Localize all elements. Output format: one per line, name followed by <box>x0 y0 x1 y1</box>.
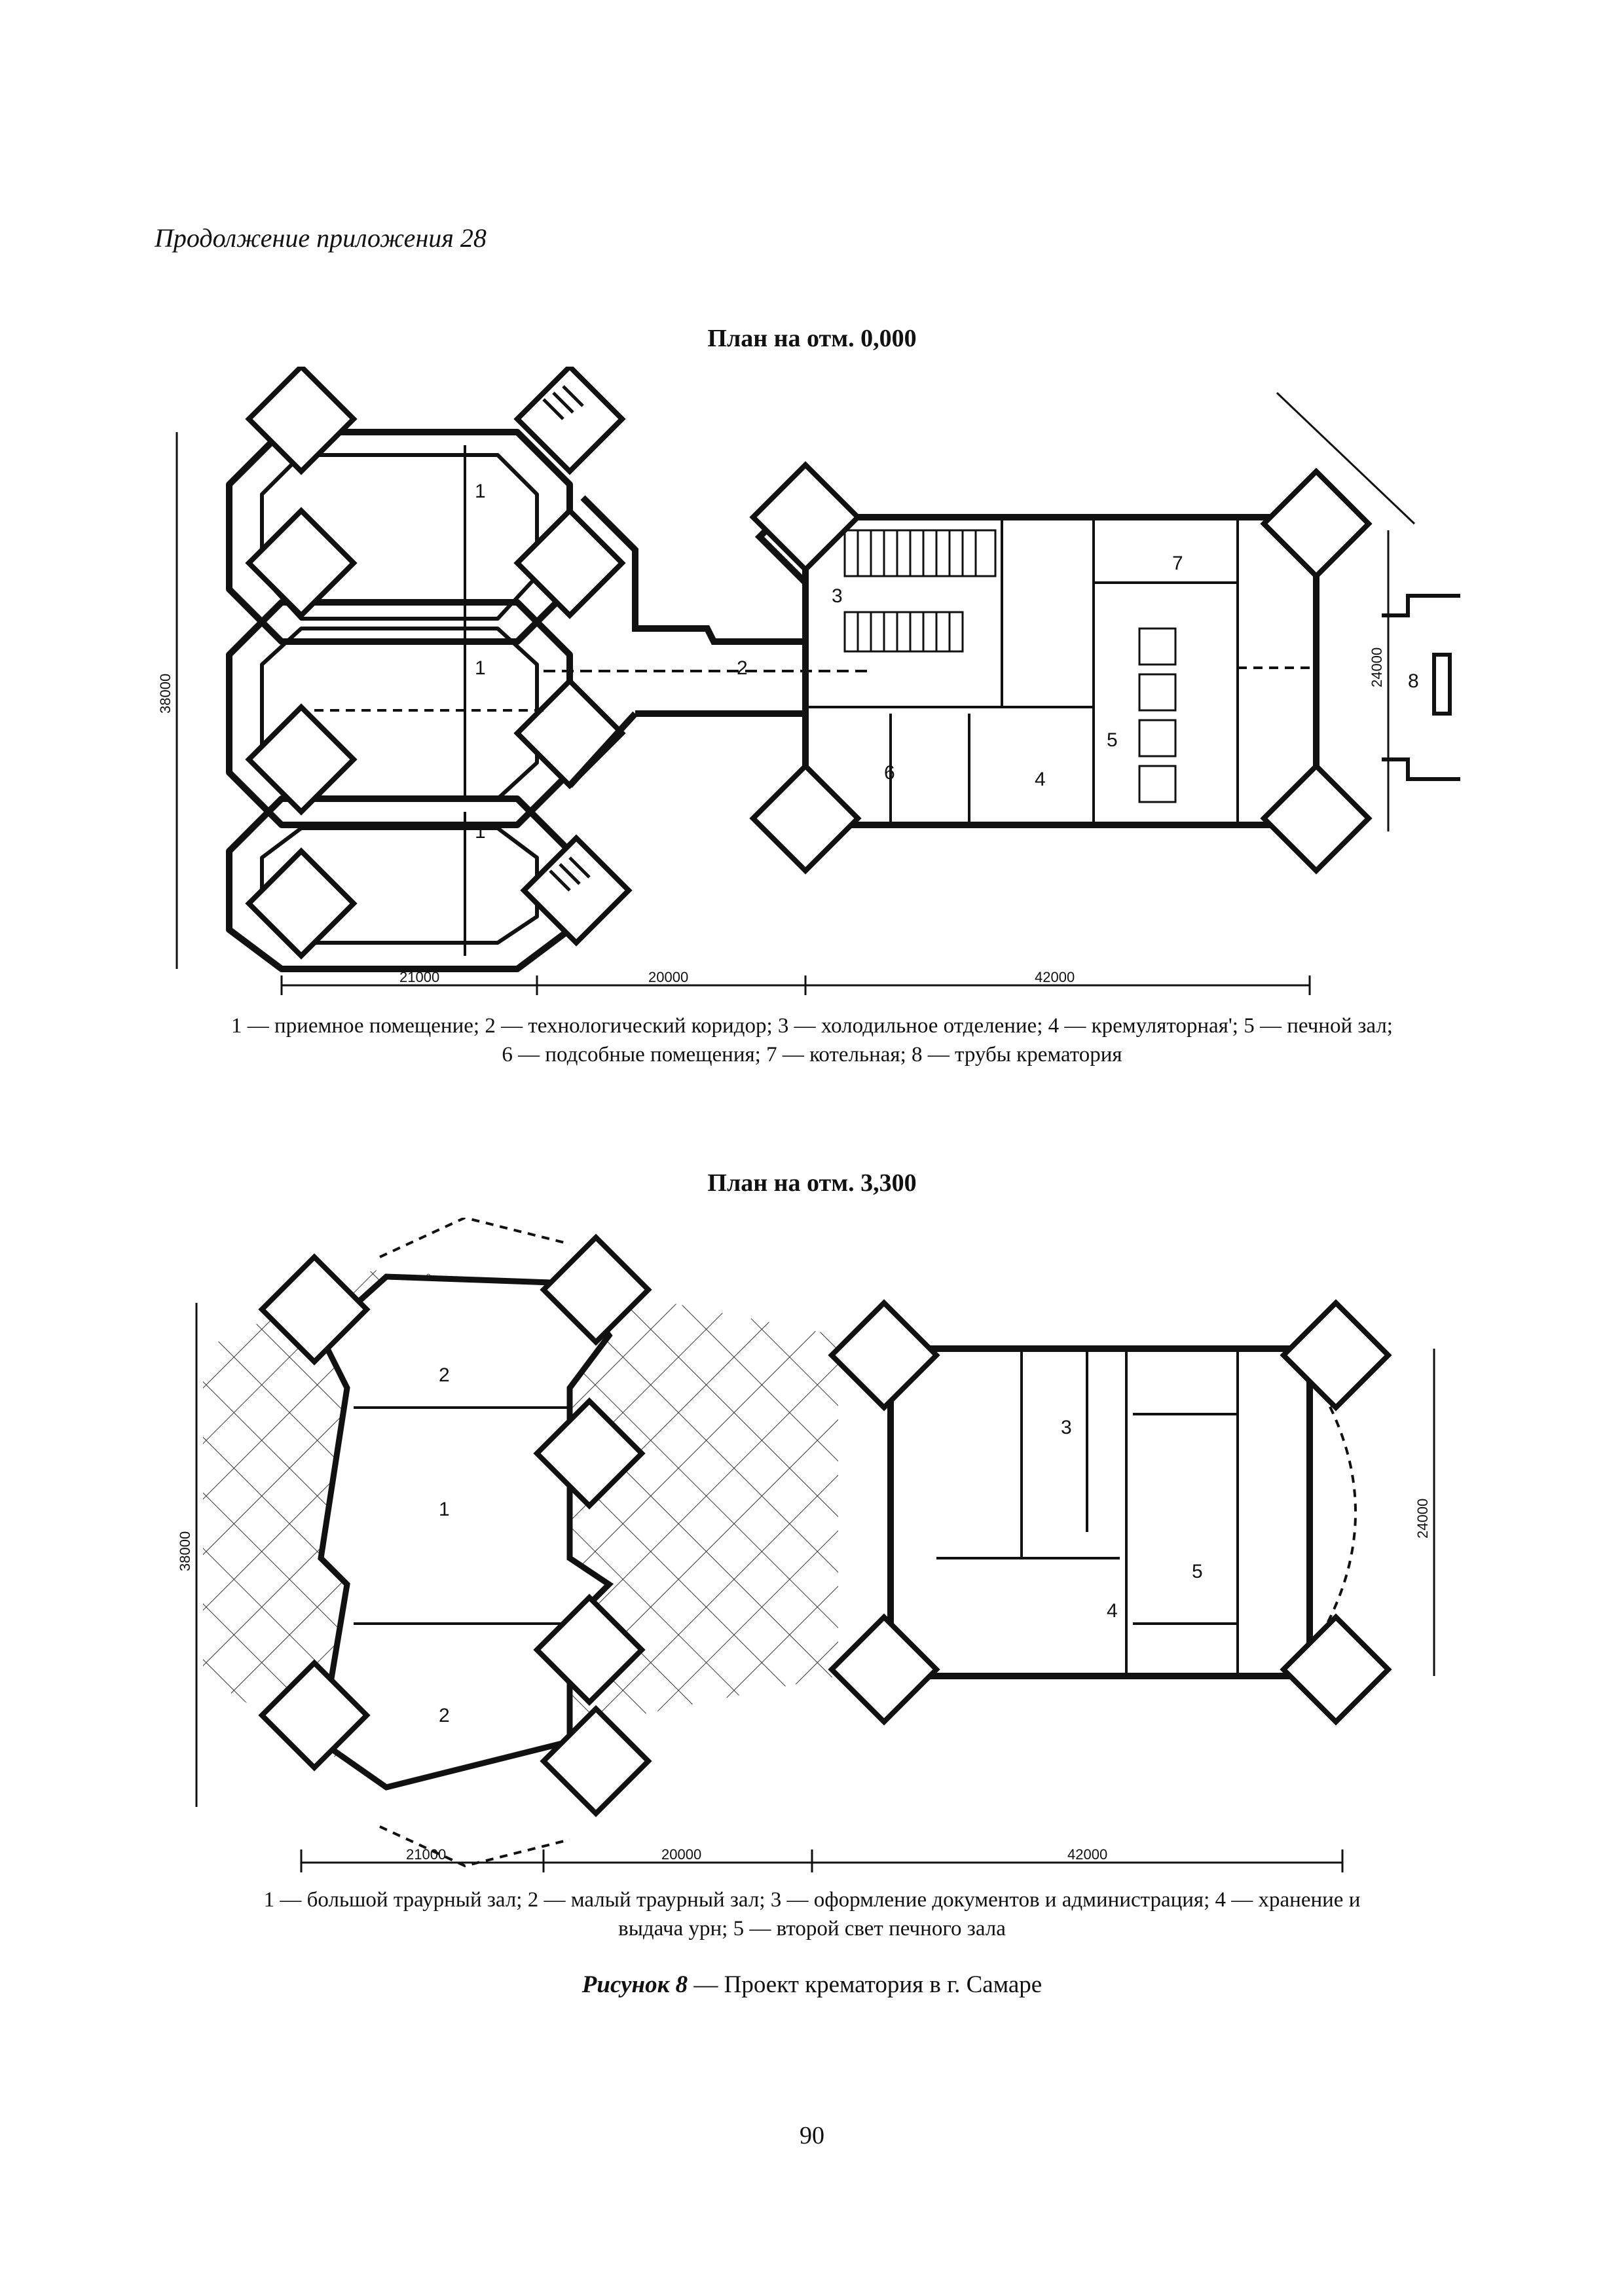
page-number: 90 <box>800 2122 824 2149</box>
plan1-label-6: 6 <box>884 762 895 784</box>
plan1-caption-line1: 1 — приемное помещение; 2 — технологичес… <box>231 1014 1393 1038</box>
plan1-dim-d1: 21000 <box>399 969 439 985</box>
plan2-label-3: 3 <box>1061 1417 1072 1438</box>
plan1-label-3: 3 <box>832 585 843 607</box>
plan1-label-1c: 1 <box>475 821 486 843</box>
figure-text: — Проект крематория в г. Самаре <box>693 1971 1043 1998</box>
plan2-dim-right: 24000 <box>1414 1499 1431 1539</box>
plan2-label-2a: 2 <box>439 1364 450 1386</box>
plan2-label-2b: 2 <box>439 1705 450 1726</box>
figure-caption: Рисунок 8 — Проект крематория в г. Самар… <box>0 1971 1624 1999</box>
plan2-dim-d2: 20000 <box>661 1846 701 1863</box>
plan2-label-1: 1 <box>439 1499 450 1520</box>
plan2-caption-line1: 1 — большой траурный зал; 2 — малый трау… <box>263 1888 1361 1912</box>
plan1-caption-line2: 6 — подсобные помещения; 7 — котельная; … <box>502 1043 1122 1066</box>
plan2-label-5: 5 <box>1192 1561 1203 1582</box>
plan2-drawing: 21000 20000 42000 38000 24000 1 2 2 3 4 … <box>177 1218 1435 1872</box>
plan2-dim-d1: 21000 <box>406 1846 446 1863</box>
plan1-label-1a: 1 <box>475 481 486 502</box>
plan2-label-4: 4 <box>1107 1600 1118 1622</box>
plan1-label-5: 5 <box>1107 729 1118 751</box>
plan1-title: План на отм. 0,000 <box>707 325 917 352</box>
plan1-dim-left: 38000 <box>157 674 174 714</box>
plan1-label-4: 4 <box>1035 769 1046 790</box>
plan2-dim-d3: 42000 <box>1067 1846 1107 1863</box>
plan1-label-1b: 1 <box>475 657 486 679</box>
plan1-label-2: 2 <box>737 657 748 679</box>
plan2-caption-line2: выдача урн; 5 — второй свет печного зала <box>618 1917 1006 1941</box>
plan1-label-7: 7 <box>1172 553 1183 574</box>
plan2-dim-left: 38000 <box>177 1531 193 1571</box>
plan2-title: План на отм. 3,300 <box>707 1169 917 1197</box>
continuation-header: Продолжение приложения 28 <box>155 223 487 253</box>
figure-label: Рисунок 8 <box>581 1971 688 1998</box>
plan1-dim-right: 24000 <box>1369 647 1385 687</box>
plan1-label-8: 8 <box>1408 670 1419 692</box>
plan1-dim-d2: 20000 <box>648 969 688 985</box>
plan1-dim-d3: 42000 <box>1035 969 1075 985</box>
plan1-drawing: 21000 20000 42000 38000 24000 1 1 1 2 3 … <box>157 367 1460 995</box>
